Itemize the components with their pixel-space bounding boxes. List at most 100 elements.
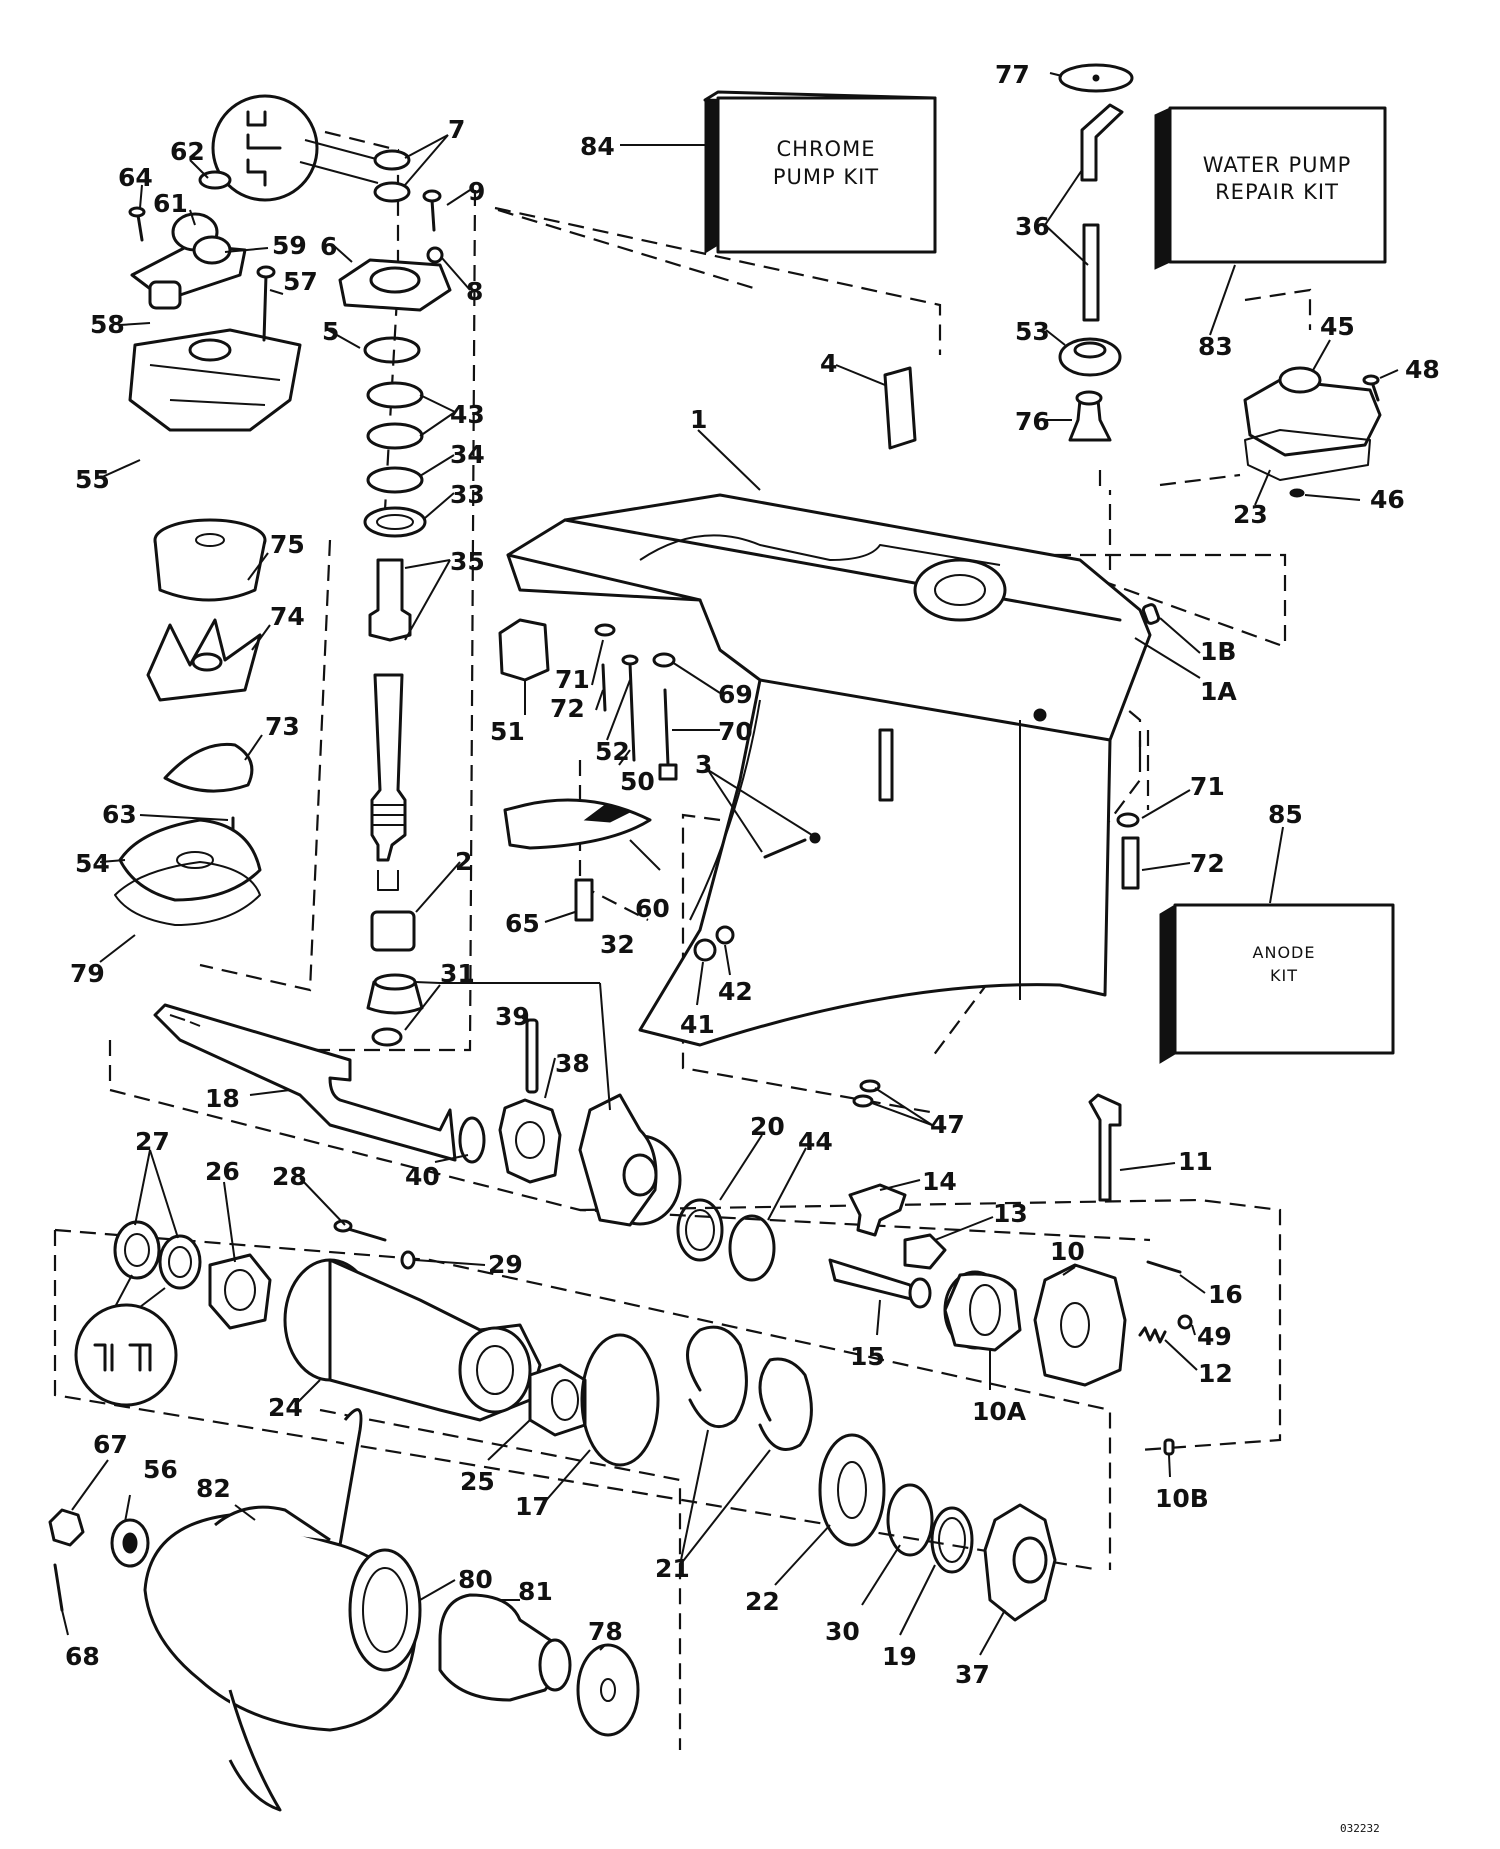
callout-49: 49 bbox=[1197, 1322, 1232, 1351]
shim-44 bbox=[728, 1214, 776, 1282]
plate-77 bbox=[1058, 63, 1134, 93]
callout-34: 34 bbox=[450, 440, 485, 469]
callout-68: 68 bbox=[65, 1642, 100, 1671]
gasket-79 bbox=[114, 861, 261, 926]
callout-41: 41 bbox=[680, 1010, 715, 1039]
callout-20: 20 bbox=[750, 1112, 785, 1141]
o-rings-47 bbox=[852, 1079, 881, 1108]
callout-61: 61 bbox=[153, 189, 188, 218]
callout-43: 43 bbox=[450, 400, 485, 429]
drain-screw-41-42 bbox=[693, 925, 735, 962]
grommet-62 bbox=[198, 170, 232, 190]
callout-55: 55 bbox=[75, 465, 110, 494]
clutch-dog-38 bbox=[498, 1098, 562, 1184]
thrust-washer-56 bbox=[110, 1518, 150, 1568]
liner-58 bbox=[148, 280, 182, 310]
callout-12: 12 bbox=[1198, 1359, 1233, 1388]
seals-27 bbox=[113, 1220, 202, 1290]
callout-10: 10 bbox=[1050, 1237, 1085, 1266]
callout-71-right: 71 bbox=[1190, 772, 1225, 801]
callout-25: 25 bbox=[460, 1467, 495, 1496]
callout-labels: 7 9 8 6 5 43 34 33 35 2 32 31 62 64 61 5… bbox=[65, 60, 1440, 1689]
callout-27: 27 bbox=[135, 1127, 170, 1156]
callout-18: 18 bbox=[205, 1084, 240, 1113]
callout-23: 23 bbox=[1233, 500, 1268, 529]
screws-52-50 bbox=[621, 654, 639, 762]
callout-6: 6 bbox=[320, 232, 337, 261]
drawing-code: 032232 bbox=[1340, 1822, 1380, 1835]
callout-1: 1 bbox=[690, 405, 707, 434]
bearing-housing-6 bbox=[338, 258, 452, 312]
o-ring-5 bbox=[363, 336, 421, 364]
dowel-1B bbox=[1141, 603, 1161, 625]
callout-56: 56 bbox=[143, 1455, 178, 1484]
callout-3: 3 bbox=[695, 750, 712, 779]
callout-57: 57 bbox=[283, 267, 318, 296]
trim-tab-60 bbox=[503, 798, 652, 850]
callout-79: 79 bbox=[70, 959, 105, 988]
water-pump-kit-line1: WATER PUMP bbox=[1203, 153, 1352, 177]
callout-24: 24 bbox=[268, 1393, 303, 1422]
chrome-pump-kit-box: CHROME PUMP KIT bbox=[703, 90, 937, 254]
callout-2: 2 bbox=[455, 847, 472, 876]
shift-plunger-15 bbox=[828, 1258, 932, 1309]
shims-43 bbox=[366, 381, 424, 450]
callout-10A: 10A bbox=[972, 1397, 1027, 1426]
bearing-25 bbox=[528, 1363, 587, 1437]
callout-30: 30 bbox=[825, 1617, 860, 1646]
plate-54 bbox=[118, 818, 262, 902]
ball-49 bbox=[1177, 1314, 1193, 1330]
callout-22: 22 bbox=[745, 1587, 780, 1616]
water-tube-36 bbox=[1080, 103, 1124, 322]
callout-8: 8 bbox=[466, 277, 483, 306]
retaining-rings-21 bbox=[686, 1325, 813, 1451]
callout-63: 63 bbox=[102, 800, 137, 829]
callout-26: 26 bbox=[205, 1157, 240, 1186]
washer-29 bbox=[400, 1250, 416, 1270]
cotter-pin-68 bbox=[53, 1563, 64, 1612]
seal-inset-circle-lower bbox=[74, 1274, 178, 1407]
pin-10B bbox=[1163, 1438, 1175, 1456]
cross-pin-39 bbox=[525, 1018, 539, 1094]
screw-9 bbox=[422, 189, 442, 232]
screws-71-72 bbox=[594, 623, 616, 712]
callout-14: 14 bbox=[922, 1167, 957, 1196]
plate-22 bbox=[818, 1433, 886, 1547]
pinion-gear-32 bbox=[366, 973, 424, 1015]
seal-inset-circle bbox=[211, 94, 381, 202]
grommet-51 bbox=[498, 618, 550, 682]
water-pump-housing bbox=[128, 328, 302, 432]
spring-12 bbox=[1138, 1326, 1167, 1344]
callout-11: 11 bbox=[1178, 1147, 1213, 1176]
callout-37: 37 bbox=[955, 1660, 990, 1689]
needle-bearing-2 bbox=[370, 910, 416, 952]
callout-45: 45 bbox=[1320, 312, 1355, 341]
screw-3 bbox=[763, 832, 821, 859]
callout-10B: 10B bbox=[1155, 1484, 1209, 1513]
o-ring-17 bbox=[580, 1333, 660, 1467]
callout-59: 59 bbox=[272, 231, 307, 260]
bearing-race-20 bbox=[676, 1198, 724, 1262]
anode-kit-line1: ANODE bbox=[1253, 943, 1316, 962]
screw-48 bbox=[1362, 374, 1380, 402]
impeller-housing-75 bbox=[153, 518, 267, 602]
thrust-bearing-33 bbox=[363, 506, 427, 538]
callout-36: 36 bbox=[1015, 212, 1050, 241]
callout-64: 64 bbox=[118, 163, 153, 192]
callout-75: 75 bbox=[270, 530, 305, 559]
thrust-washer-19 bbox=[930, 1506, 974, 1574]
callout-77: 77 bbox=[995, 60, 1030, 89]
callout-70: 70 bbox=[718, 717, 753, 746]
anode-kit-line2: KIT bbox=[1270, 966, 1298, 985]
callout-31: 31 bbox=[440, 959, 475, 988]
callout-76: 76 bbox=[1015, 407, 1050, 436]
callout-78: 78 bbox=[588, 1617, 623, 1646]
water-pump-kit-line2: REPAIR KIT bbox=[1215, 180, 1339, 204]
callout-69: 69 bbox=[718, 680, 753, 709]
screw-64 bbox=[128, 206, 146, 242]
shim-30 bbox=[886, 1483, 934, 1557]
retainer-4 bbox=[883, 366, 917, 450]
callout-46: 46 bbox=[1370, 485, 1405, 514]
callout-29: 29 bbox=[488, 1250, 523, 1279]
nut-31 bbox=[371, 1027, 403, 1047]
